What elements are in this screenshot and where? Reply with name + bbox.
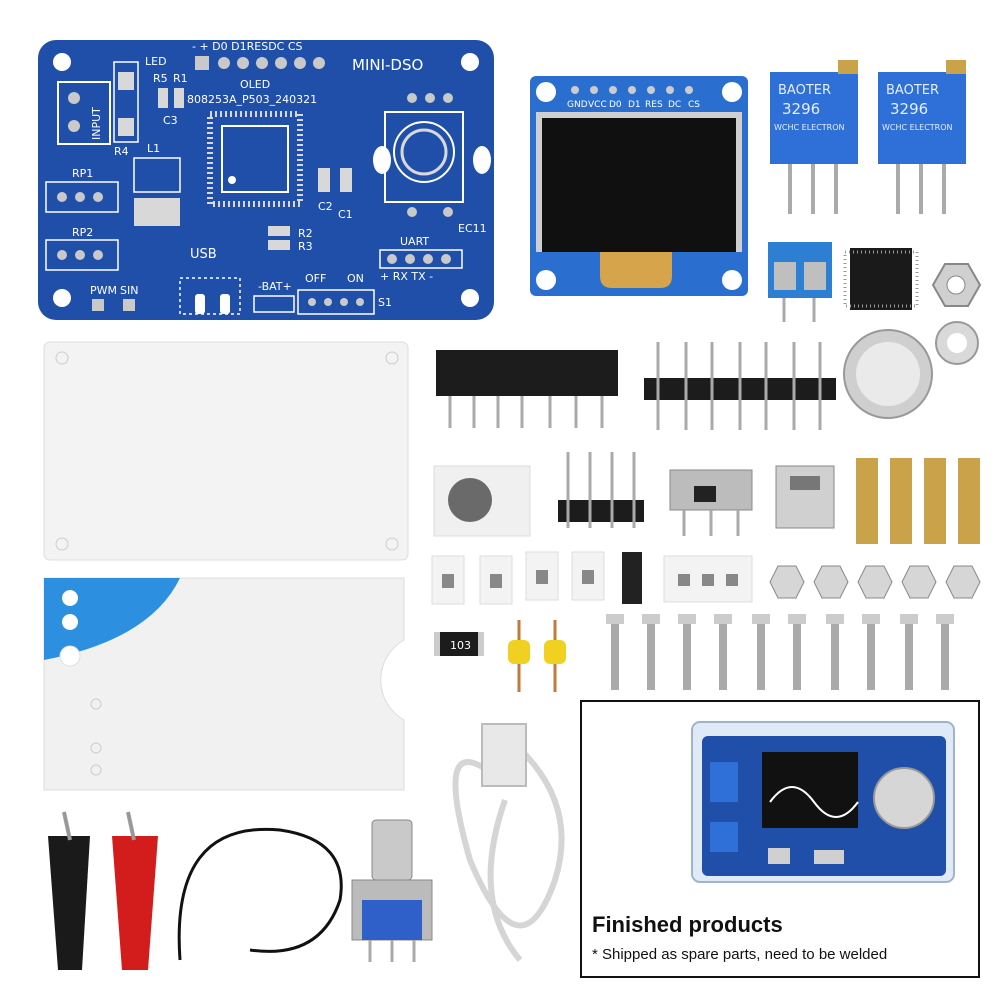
- finished-product-image: [691, 721, 955, 883]
- svg-text:D0: D0: [609, 100, 622, 110]
- pcb-led-label: LED: [145, 55, 167, 68]
- acrylic-panel-top: [43, 341, 409, 561]
- pcb-usb-label: USB: [190, 247, 217, 262]
- pcb-encoder-footprint: [373, 93, 491, 217]
- inset-title: Finished products: [592, 912, 783, 937]
- svg-text:D1: D1: [628, 100, 641, 110]
- pcb-r1-label: R1: [173, 72, 188, 85]
- pcb-s1-label: S1: [378, 296, 392, 309]
- pcb-board-name: MINI-DSO: [352, 56, 423, 74]
- pcb-on-label: ON: [347, 272, 364, 285]
- black-wire: [177, 827, 343, 961]
- small-hex-nuts: [769, 565, 981, 599]
- oled-pin-labels: GND VCC D0 D1 RES DC CS: [567, 100, 700, 110]
- brass-standoffs: [856, 458, 980, 544]
- pcb-c3-label: C3: [163, 114, 178, 127]
- pcb-board-code: 808253A_P503_240321: [187, 93, 317, 106]
- usb-socket: [775, 465, 835, 529]
- svg-text:VCC: VCC: [588, 100, 607, 110]
- pcb-rp2-label: RP2: [72, 226, 93, 239]
- smd-resistor: [434, 632, 484, 656]
- alligator-clip-red: [112, 811, 158, 970]
- rotary-encoder: [351, 819, 433, 962]
- pcb-oled-label: OLED: [240, 78, 270, 91]
- pcb-header-pads: [195, 56, 325, 70]
- inset-note: * Shipped as spare parts, need to be wel…: [592, 946, 888, 963]
- pcb-uart-pins-label: + RX TX -: [380, 270, 433, 283]
- pcb-r3-label: R3: [298, 240, 313, 253]
- svg-text:CS: CS: [688, 100, 700, 110]
- finished-product-inset: Finished products * Shipped as spare par…: [580, 700, 980, 978]
- pcb-header-label: - + D0 D1RESDC CS: [192, 40, 303, 53]
- svg-text:BAOTER: BAOTER: [778, 83, 831, 98]
- pcb-r2-label: R2: [298, 227, 313, 240]
- pcb-r4-label: R4: [114, 145, 129, 158]
- svg-text:3296: 3296: [782, 100, 820, 118]
- acrylic-panel-bottom: [43, 577, 405, 791]
- washer: [935, 321, 979, 365]
- pcb-uart-label: UART: [400, 235, 429, 248]
- component-tape-lens: [433, 465, 531, 537]
- svg-text:BAOTER: BAOTER: [886, 83, 939, 98]
- pcb-rp1-label: RP1: [72, 167, 93, 180]
- usb-cable: [452, 723, 565, 962]
- hex-nut-large: [931, 263, 982, 307]
- pcb-ec11-label: EC11: [458, 222, 487, 235]
- svg-text:WCHC ELECTRON: WCHC ELECTRON: [774, 123, 845, 132]
- pcb-board: MINI-DSO - + D0 D1RESDC CS OLED 808253A_…: [38, 40, 494, 320]
- pcb-r5-label: R5: [153, 72, 168, 85]
- pcb-pwm-label: PWM: [90, 284, 117, 297]
- slide-switch: [669, 469, 753, 536]
- female-header-strip: [436, 350, 618, 428]
- resistor-marking: 103: [450, 639, 471, 652]
- screw-terminal-block: [768, 242, 832, 322]
- alligator-clip-black: [48, 811, 90, 970]
- trimmer-potentiometer-1: BAOTER 3296 WCHC ELECTRON: [770, 60, 858, 214]
- pcb-l1-label: L1: [147, 142, 160, 155]
- trimmer-potentiometer-2: BAOTER 3296 WCHC ELECTRON: [878, 60, 966, 214]
- rotary-knob-cap: [843, 329, 933, 419]
- pcb-c2-label: C2: [318, 200, 333, 213]
- pcb-c1-label: C1: [338, 208, 353, 221]
- smd-parts-in-tape: [431, 551, 753, 605]
- svg-text:3296: 3296: [890, 100, 928, 118]
- pcb-off-label: OFF: [305, 272, 326, 285]
- screws: [606, 614, 954, 690]
- pcb-sin-label: SIN: [120, 284, 138, 297]
- oled-module: [530, 76, 748, 296]
- svg-text:GND: GND: [567, 100, 588, 110]
- svg-text:WCHC ELECTRON: WCHC ELECTRON: [882, 123, 953, 132]
- yellow-capacitors: [508, 620, 566, 692]
- svg-text:RES: RES: [645, 100, 663, 110]
- pcb-bat-label: -BAT+: [258, 280, 292, 293]
- male-header-strip: [644, 342, 836, 430]
- svg-text:DC: DC: [668, 100, 681, 110]
- pcb-input-label: INPUT: [90, 107, 103, 140]
- mcu-chip: [843, 248, 919, 310]
- pcb-mcu-footprint: [207, 111, 303, 207]
- right-angle-header-pins: [558, 452, 644, 528]
